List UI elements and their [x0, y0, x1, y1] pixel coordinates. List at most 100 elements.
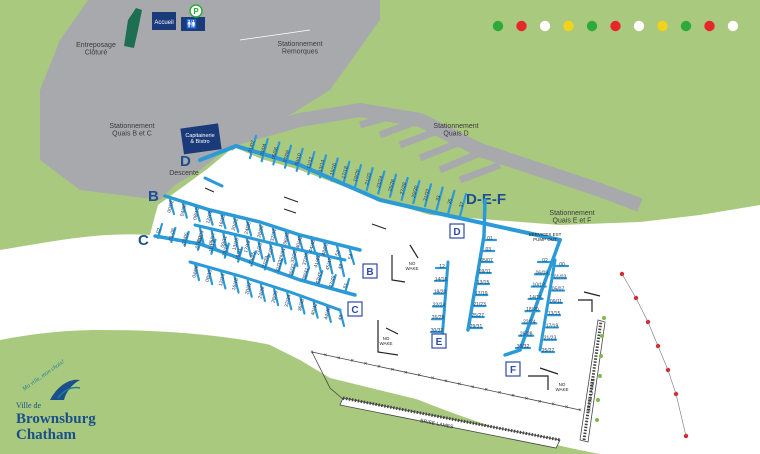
slip-number: 33 [435, 195, 442, 202]
parking-lot-main [40, 0, 380, 200]
dock-e-left [440, 260, 450, 342]
green-buoy-icon [599, 354, 603, 358]
slip-number: 01-08 [168, 228, 177, 242]
parking-spaces-remorques [198, 47, 321, 115]
fence-x-marker: × [364, 362, 368, 368]
slip-finger [233, 216, 240, 233]
slip-finger [258, 223, 266, 241]
nav-dot [704, 20, 715, 32]
dock-d-main [198, 143, 562, 242]
slip-number: 11/12 [306, 156, 315, 169]
slip-number: 35 [447, 198, 454, 205]
slip-number: 36/38 [297, 298, 306, 312]
slip-finger [283, 144, 293, 169]
slip-finger [193, 262, 201, 282]
slip-finger [310, 238, 317, 255]
slip-number: 40/42 [310, 302, 319, 316]
slip-finger [257, 239, 264, 260]
dock-box-f: F [505, 361, 521, 377]
slip-finger [303, 266, 311, 283]
slip-finger [280, 244, 287, 265]
fence-x-marker: × [484, 388, 488, 394]
slip-finger [183, 230, 190, 247]
slip-number: 45/47 [325, 257, 334, 271]
slip-number: 09/11 [479, 269, 491, 275]
slip-number: 09/11 [220, 235, 229, 248]
slip-finger [423, 183, 433, 208]
slip-number: 20/22 [244, 281, 253, 295]
breakwater-east: BRISE-LAMES [579, 319, 606, 443]
slip-number: 30/32 [517, 344, 530, 350]
green-buoy-icon [596, 398, 600, 402]
descente-label: Descente [169, 170, 199, 177]
slip-finger [348, 248, 356, 266]
slip-number: 13/15 [477, 280, 490, 286]
slip-number: 26/28 [432, 315, 445, 321]
nav-dot [727, 20, 739, 32]
dock-f-main [503, 238, 562, 357]
dock-box-c: C [347, 301, 363, 317]
slip-number: 24/26 [244, 221, 253, 235]
dock-b-main [163, 194, 362, 252]
slip-number: 18/20 [526, 307, 539, 313]
slip-finger [307, 151, 316, 176]
slip-finger [277, 258, 284, 275]
slip-number: 23/25 [248, 251, 257, 265]
slip-number: 25/27 [471, 313, 484, 319]
slip-number: 25/27 [542, 348, 555, 354]
slip-finger [458, 192, 468, 218]
slip-finger [325, 304, 332, 323]
svg-text:E: E [436, 337, 443, 348]
dock-e-main [466, 198, 487, 332]
fence-x-marker: × [471, 385, 475, 391]
slip-finger [323, 241, 330, 258]
slip-number: 19/21 [235, 247, 244, 261]
slip-finger [318, 154, 328, 179]
slip-number: 13/15 [548, 311, 561, 317]
slip-finger [297, 234, 304, 251]
slip-ticks [156, 134, 570, 354]
slip-number: 49 [337, 263, 344, 270]
slip-number: 16/18 [231, 277, 240, 291]
slip-finger [168, 198, 176, 216]
slip-number: 43/45 [315, 271, 324, 285]
slip-finger [317, 270, 324, 287]
slip-finger [207, 209, 214, 226]
slip-number: 01/03 [554, 274, 567, 280]
dock-box-e: E [431, 333, 447, 349]
slip-finger [286, 292, 293, 311]
slip-number: 29/30 [411, 185, 420, 199]
nav-dot [539, 20, 551, 32]
slip-number: 07/09 [195, 235, 204, 249]
slip-finger [290, 262, 297, 279]
slip-number: 32/34 [269, 228, 278, 242]
slip-finger [295, 147, 304, 172]
slip-number: 12/14 [218, 273, 227, 287]
slip-finger [312, 300, 319, 319]
slip-finger [210, 229, 217, 250]
nav-dot [633, 20, 645, 32]
slip-finger [268, 241, 276, 263]
logo-line-2: Brownsburg [16, 411, 96, 427]
slip-number: 19/20 [353, 169, 362, 183]
slip-finger [237, 246, 244, 263]
slip-number: 48 [337, 314, 344, 321]
fence-x-marker: × [551, 402, 555, 408]
svg-text:F: F [510, 365, 516, 376]
dock-box-b: B [362, 263, 378, 279]
slip-finger [330, 273, 337, 291]
slip-finger [170, 226, 177, 244]
slip-finger [315, 251, 322, 273]
slip-finger [353, 163, 363, 189]
traffic-arrows [204, 187, 387, 230]
docks [153, 143, 562, 357]
slip-finger [412, 180, 421, 205]
slip-number: 29/31 [278, 247, 287, 261]
slip-number: 02 [155, 227, 162, 234]
section-label-c: C [138, 232, 149, 249]
nav-dot [657, 20, 668, 32]
